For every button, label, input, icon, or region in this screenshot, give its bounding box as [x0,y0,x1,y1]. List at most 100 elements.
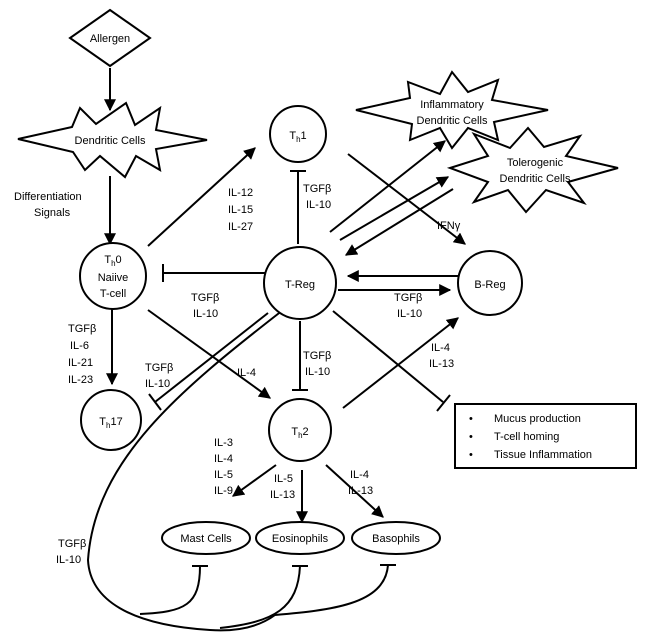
label-ifng: IFNγ [437,220,461,232]
svg-text:Mast Cells: Mast Cells [180,533,232,545]
eosinophils-node: Eosinophils [255,521,345,555]
loop-to-mast [139,565,201,615]
svg-text:•: • [469,431,473,443]
svg-text:IL-10: IL-10 [305,366,330,378]
svg-text:IL-13: IL-13 [348,485,373,497]
svg-text:Naiive: Naiive [98,272,129,284]
breg-node: B-Reg [457,250,523,316]
svg-text:Tolerogenic: Tolerogenic [507,157,564,169]
svg-text:TGFβ: TGFβ [191,292,219,304]
svg-text:IL-4: IL-4 [350,469,369,481]
th2-to-breg-arrow [342,317,459,409]
svg-text:•: • [469,413,473,425]
svg-text:TGFβ: TGFβ [68,323,96,335]
dendritic-cells-node: Dendritic Cells [17,101,208,179]
th0-to-th2-arrow [147,309,271,399]
svg-text:IL-10: IL-10 [306,199,331,211]
svg-text:Inflammatory: Inflammatory [420,99,484,111]
svg-text:T-cell: T-cell [100,288,126,300]
svg-text:Th2: Th2 [291,426,308,440]
connectors [86,68,466,632]
effect-item-1: Mucus production [494,413,581,425]
loop-to-baso [274,564,389,616]
effect-item-3: Tissue Inflammation [494,449,592,461]
label-th0-to-th1: IL-12 IL-15 IL-27 [228,187,253,233]
th17-node: Th17 [80,389,142,451]
label-th0-to-th2: IL-4 [237,367,256,379]
svg-text:TGFβ: TGFβ [145,362,173,374]
dendritic-cells-label: Dendritic Cells [75,135,146,147]
svg-text:TGFβ: TGFβ [303,183,331,195]
breg-label: B-Reg [474,279,505,291]
svg-text:TGFβ: TGFβ [303,350,331,362]
svg-text:IL-10: IL-10 [56,554,81,566]
svg-text:IL-21: IL-21 [68,357,93,369]
loop-to-eos [219,565,301,629]
svg-text:IL-13: IL-13 [429,358,454,370]
svg-text:IL-4: IL-4 [431,342,450,354]
label-th0-to-th17: TGFβ IL-6 IL-21 IL-23 [68,323,96,386]
label-treg-to-th2: TGFβ IL-10 [303,350,331,378]
allergen-label: Allergen [90,33,130,45]
th0-to-th1-arrow [147,147,256,247]
svg-text:•: • [469,449,473,461]
treg-to-inflammatory-dc [329,140,446,233]
tolerogenic-dc-node: Tolerogenic Dendritic Cells [446,126,619,214]
svg-text:TGFβ: TGFβ [58,538,86,550]
svg-text:IL-4: IL-4 [214,453,233,465]
treg-to-tolerogenic-dc [339,176,450,241]
svg-text:IL-15: IL-15 [228,204,253,216]
svg-text:Dendritic Cells: Dendritic Cells [417,115,488,127]
th2-node: Th2 [268,398,332,462]
th1-node: Th1 [269,105,327,163]
treg-feedback-loop [86,309,284,632]
svg-text:Eosinophils: Eosinophils [272,533,329,545]
inflammatory-dc-node: Inflammatory Dendritic Cells [355,70,549,150]
mast-cells-node: Mast Cells [161,521,251,555]
label-th2-to-baso: IL-4 IL-13 [348,469,373,497]
svg-text:IL-9: IL-9 [214,485,233,497]
th0-node: Th0 Naiive T-cell [79,242,147,310]
svg-text:IL-6: IL-6 [70,340,89,352]
label-breg-to-th2: IL-4 IL-13 [429,342,454,370]
svg-text:IL-23: IL-23 [68,374,93,386]
label-loop-inhibit: TGFβ IL-10 [56,538,86,566]
label-treg-to-breg: TGFβ IL-10 [394,292,422,320]
th2-to-mast-arrow [232,464,277,497]
svg-text:IL-3: IL-3 [214,437,233,449]
svg-text:Basophils: Basophils [372,533,420,545]
svg-text:Dendritic Cells: Dendritic Cells [500,173,571,185]
treg-inhibit-effects [332,310,444,403]
svg-text:IL-10: IL-10 [145,378,170,390]
svg-text:TGFβ: TGFβ [394,292,422,304]
differentiation-label: Differentiation Signals [14,191,82,219]
effect-item-2: T-cell homing [494,431,559,443]
label-treg-to-th0: TGFβ IL-10 [191,292,219,320]
svg-text:Th1: Th1 [289,130,306,144]
label-th2-to-mast: IL-3 IL-4 IL-5 IL-9 [214,437,233,497]
allergen-node: Allergen [68,8,152,68]
treg-node: T-Reg [263,246,337,320]
svg-text:Th17: Th17 [99,416,122,430]
label-th2-to-eos: IL-5 IL-13 [270,473,295,501]
svg-text:IL-10: IL-10 [397,308,422,320]
label-treg-to-th17: TGFβ IL-10 [145,362,173,390]
tolerogenic-dc-to-treg [344,188,454,256]
svg-text:Signals: Signals [34,207,71,219]
svg-text:IL-12: IL-12 [228,187,253,199]
svg-text:Th0: Th0 [104,254,121,268]
treg-label: T-Reg [285,279,315,291]
effects-box: • Mucus production • T-cell homing • Tis… [454,403,637,469]
svg-text:IL-27: IL-27 [228,221,253,233]
svg-text:IL-10: IL-10 [193,308,218,320]
svg-text:Differentiation: Differentiation [14,191,82,203]
basophils-node: Basophils [351,521,441,555]
th1-to-breg-arrow [347,153,466,245]
svg-text:IL-5: IL-5 [274,473,293,485]
treg-inhibit-th17 [154,312,269,403]
svg-text:IL-5: IL-5 [214,469,233,481]
svg-text:IL-13: IL-13 [270,489,295,501]
th2-to-baso-arrow [325,464,384,518]
label-treg-to-th1: TGFβ IL-10 [303,183,331,211]
